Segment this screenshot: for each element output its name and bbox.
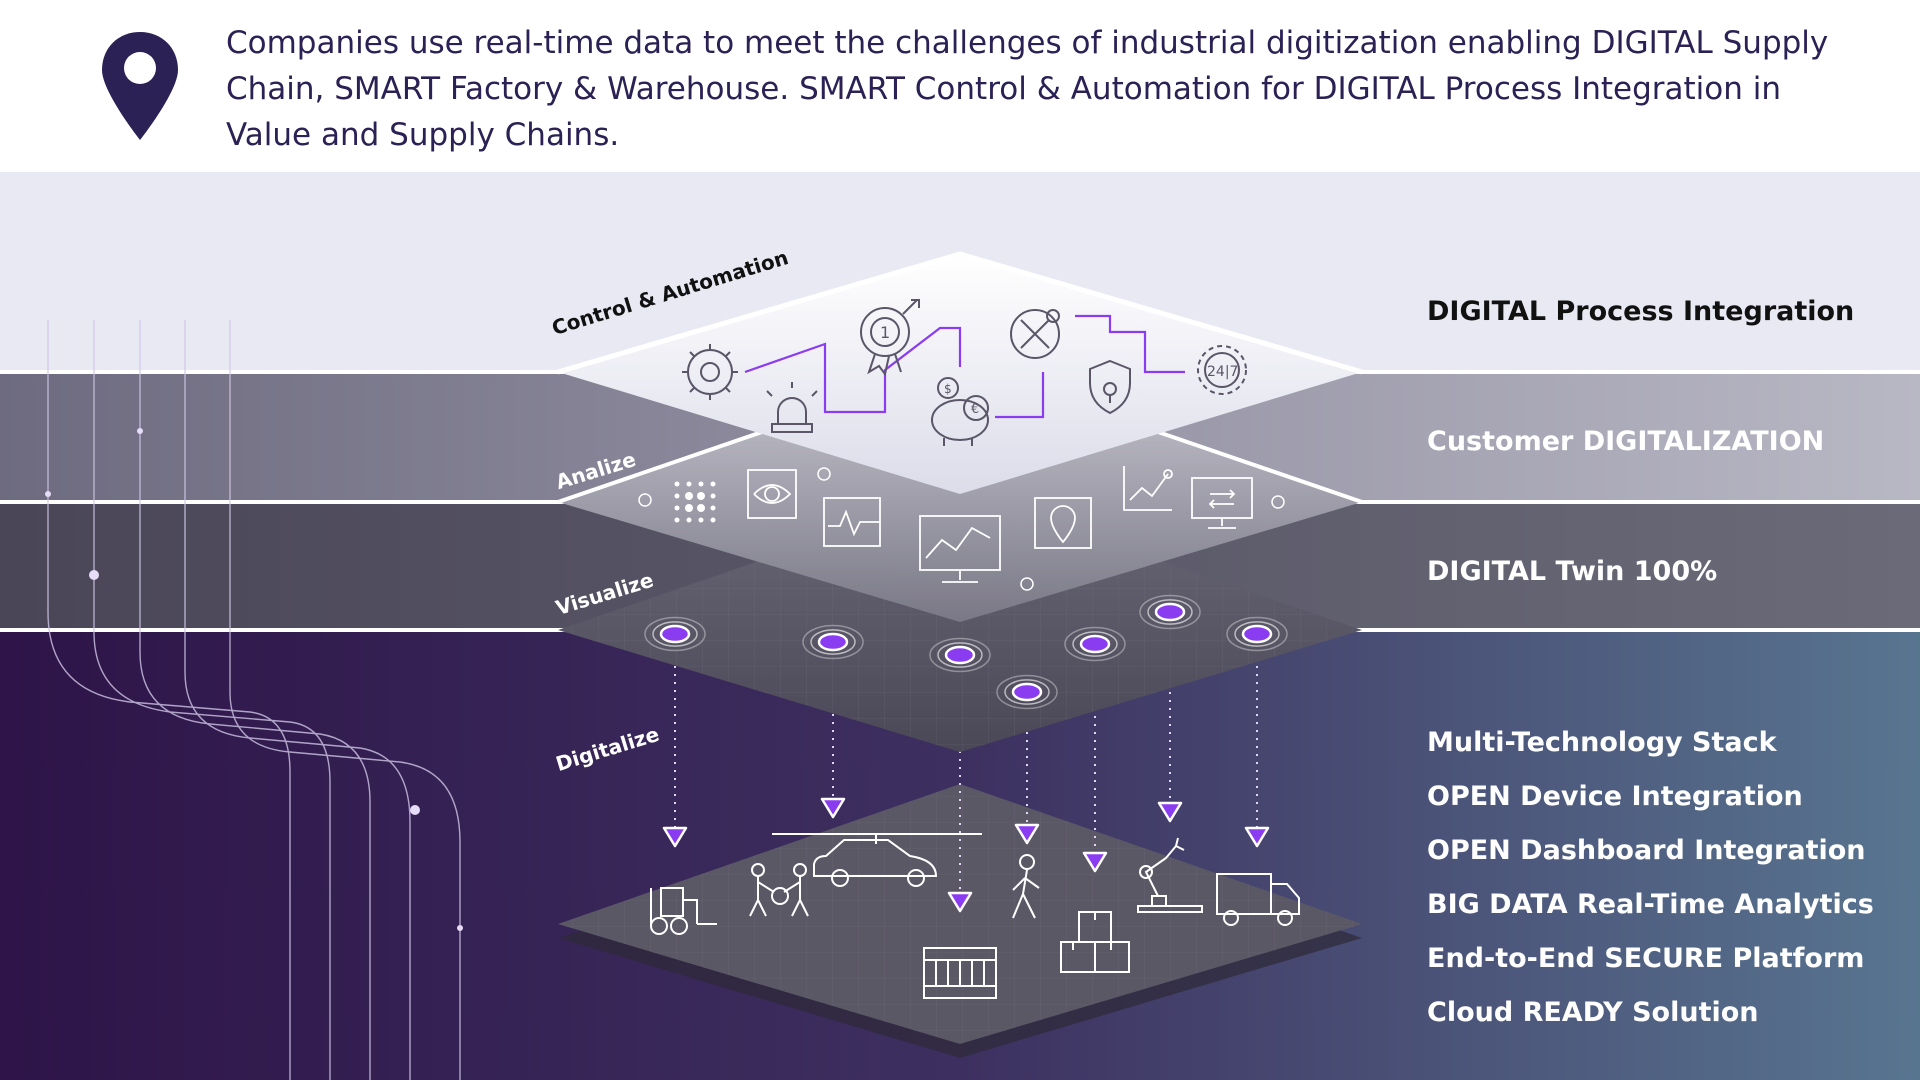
process-flow-lines	[744, 314, 1185, 419]
data-node-icon	[929, 637, 991, 673]
dashboard-screen-icon	[919, 515, 1001, 583]
data-node-icon	[644, 616, 706, 652]
digitalize-platform	[558, 784, 1362, 1058]
band-label-twin: DIGITAL Twin 100%	[1427, 556, 1718, 587]
marker-icon	[1014, 823, 1040, 845]
layer-diagram: 1 $ € 24|7	[0, 172, 1920, 1080]
small-node-icons	[638, 467, 1285, 591]
feature-item: Multi-Technology Stack	[1427, 727, 1777, 758]
award-target-icon: 1	[860, 299, 920, 377]
shield-icon	[1089, 359, 1131, 415]
exchange-monitor-icon	[1191, 477, 1253, 529]
car-on-conveyor-icon	[772, 833, 982, 887]
gear-cycle-icon	[682, 344, 738, 400]
marker-icon	[1082, 851, 1108, 873]
decorative-lines	[47, 320, 461, 1080]
feature-item: BIG DATA Real-Time Analytics	[1427, 889, 1874, 920]
data-node-icon	[1139, 594, 1201, 630]
feature-item: OPEN Dashboard Integration	[1427, 835, 1866, 866]
workers-icon	[749, 863, 809, 917]
header: Companies use real-time data to meet the…	[0, 0, 1920, 172]
svg-text:1: 1	[880, 323, 890, 342]
line-chart-icon	[1123, 466, 1173, 511]
marker-icon	[1157, 801, 1183, 823]
boxes-icon	[1060, 911, 1130, 973]
band-label-process: DIGITAL Process Integration	[1427, 296, 1855, 327]
eye-scan-icon	[747, 469, 797, 519]
signal-monitor-icon	[823, 497, 881, 547]
container-icon	[923, 947, 997, 999]
marker-icon	[662, 826, 688, 848]
robot-arm-icon	[1137, 837, 1203, 913]
data-node-icon	[996, 674, 1058, 710]
feature-list: Multi-Technology Stack OPEN Device Integ…	[1427, 716, 1874, 1040]
tools-icon	[1010, 309, 1060, 359]
data-node-icon	[1226, 616, 1288, 652]
marker-icon	[820, 797, 846, 819]
map-pin-icon	[1034, 497, 1092, 549]
feature-item: OPEN Device Integration	[1427, 781, 1803, 812]
decorative-dots	[45, 428, 463, 931]
digitalize-markers	[662, 797, 1270, 913]
24-7-icon: 24|7	[1197, 345, 1247, 395]
location-pin-icon	[102, 32, 178, 140]
alarm-light-icon	[766, 382, 818, 433]
marker-icon	[947, 891, 973, 913]
svg-text:24|7: 24|7	[1207, 364, 1238, 380]
svg-text:€: €	[971, 402, 979, 417]
band-label-customer: Customer DIGITALIZATION	[1427, 426, 1825, 457]
visualize-nodes	[644, 594, 1288, 710]
walking-person-icon	[1012, 854, 1040, 919]
dot-matrix-icon	[674, 481, 716, 523]
piggy-bank-icon: $ €	[931, 377, 989, 446]
data-node-icon	[802, 624, 864, 660]
forklift-icon	[650, 887, 717, 935]
truck-icon	[1216, 873, 1300, 926]
intro-text: Companies use real-time data to meet the…	[226, 25, 1829, 153]
marker-icon	[1244, 826, 1270, 848]
diagram-canvas: 1 $ € 24|7	[0, 172, 1920, 1080]
feature-item: Cloud READY Solution	[1427, 997, 1759, 1028]
control-platform	[557, 251, 1363, 494]
feature-item: End-to-End SECURE Platform	[1427, 943, 1865, 974]
data-node-icon	[1064, 626, 1126, 662]
svg-text:$: $	[944, 382, 952, 396]
